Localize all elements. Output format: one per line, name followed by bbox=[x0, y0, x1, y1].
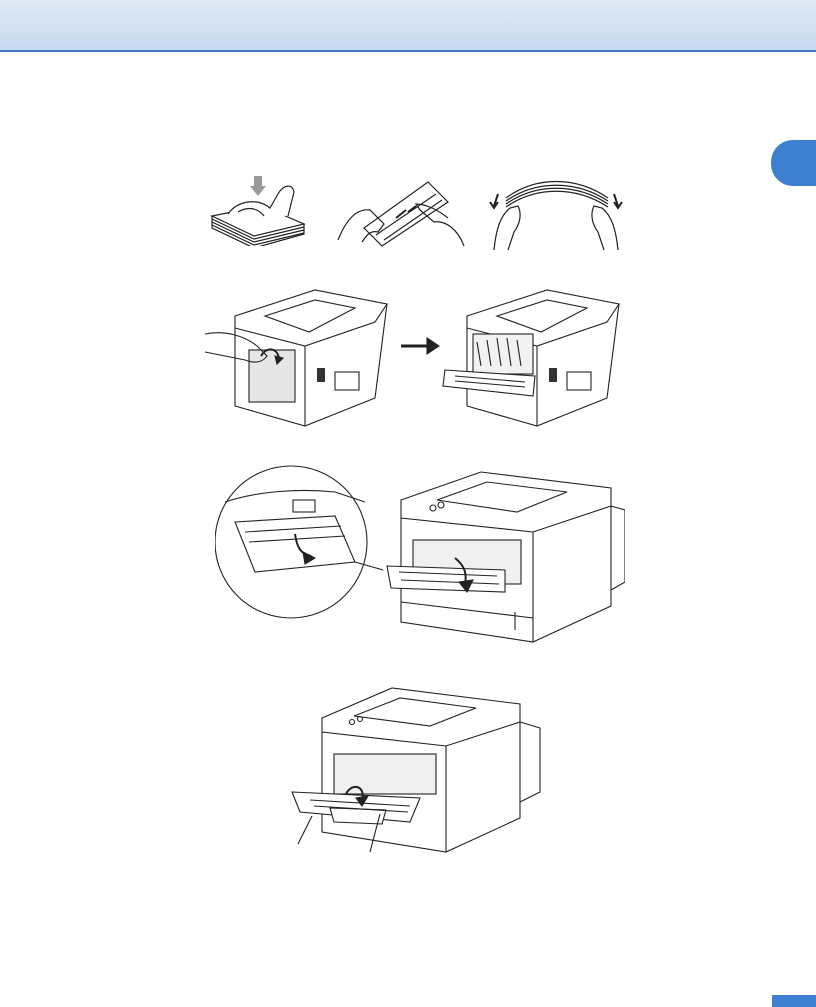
bend-envelope-stack-illustration bbox=[486, 180, 626, 252]
page-header-band bbox=[0, 0, 816, 52]
chapter-tab bbox=[771, 140, 816, 186]
page-number-box bbox=[772, 995, 816, 1007]
open-back-cover-illustration bbox=[205, 286, 645, 436]
open-mp-tray-illustration bbox=[215, 462, 625, 652]
fan-envelope-stack-illustration bbox=[208, 176, 308, 246]
pull-out-support-illustration bbox=[290, 682, 545, 860]
flatten-envelope-edges-illustration bbox=[336, 180, 466, 250]
